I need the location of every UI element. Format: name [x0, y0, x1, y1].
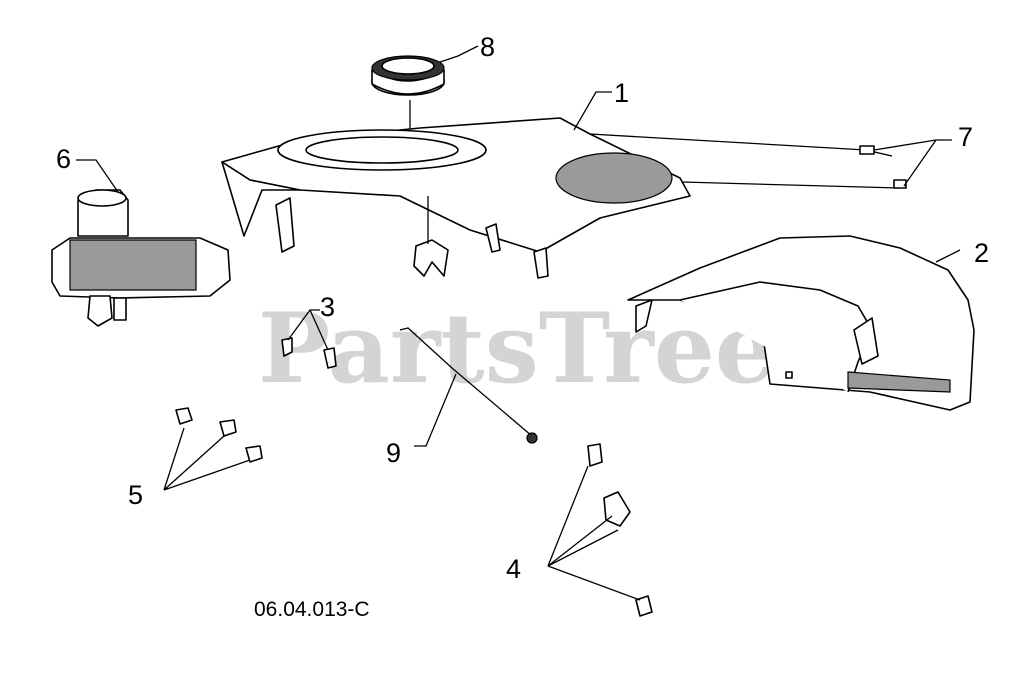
callout-2[interactable]: 2 [974, 238, 989, 268]
callouts: 8 1 7 6 2 3 9 5 4 [56, 32, 989, 584]
part-1-engine-housing[interactable] [221, 117, 907, 279]
part-3-clips[interactable] [281, 337, 337, 369]
callout-5[interactable]: 5 [128, 480, 143, 510]
part-8-fuel-cap[interactable] [371, 55, 445, 134]
callout-9[interactable]: 9 [386, 438, 401, 468]
callout-3[interactable]: 3 [320, 292, 335, 322]
callout-1[interactable]: 1 [614, 78, 629, 108]
part-9-rod[interactable] [399, 327, 538, 444]
leader-lines [76, 45, 961, 601]
diagram-code: 06.04.013-C [254, 598, 370, 621]
watermark-text: PartsTree [258, 292, 776, 405]
part-4-fasteners[interactable] [587, 443, 653, 617]
part-6-air-filter-housing[interactable] [51, 189, 231, 327]
part-5-nuts[interactable] [175, 407, 263, 463]
callout-6[interactable]: 6 [56, 144, 71, 174]
part-2-rear-cover[interactable] [627, 235, 975, 411]
callout-8[interactable]: 8 [480, 32, 495, 62]
callout-4[interactable]: 4 [506, 554, 521, 584]
callout-7[interactable]: 7 [958, 122, 973, 152]
